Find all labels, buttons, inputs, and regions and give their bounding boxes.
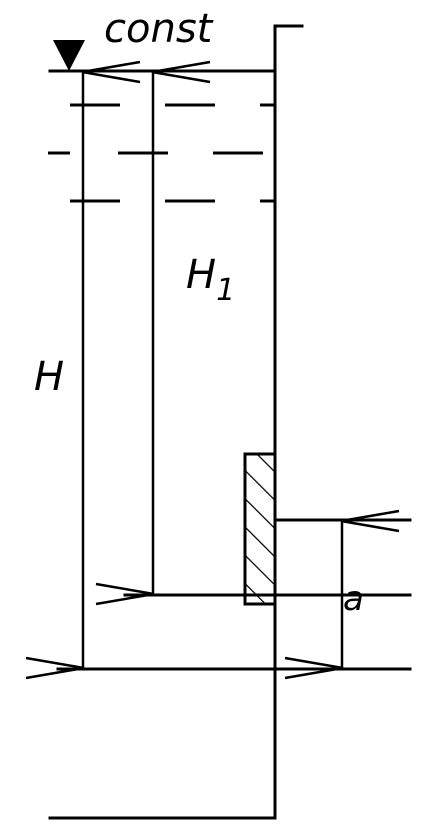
wall-top-corner (273, 24, 304, 72)
h1-label-base: H (186, 252, 216, 298)
a-label: a (343, 579, 364, 619)
gate-rectangle (243, 452, 277, 606)
h1-label: H1 (186, 252, 235, 308)
const-label: const (104, 6, 214, 52)
free-surface-triangle-icon (53, 40, 85, 71)
h1-label-subscript: 1 (216, 273, 235, 308)
h-label: H (34, 354, 64, 400)
